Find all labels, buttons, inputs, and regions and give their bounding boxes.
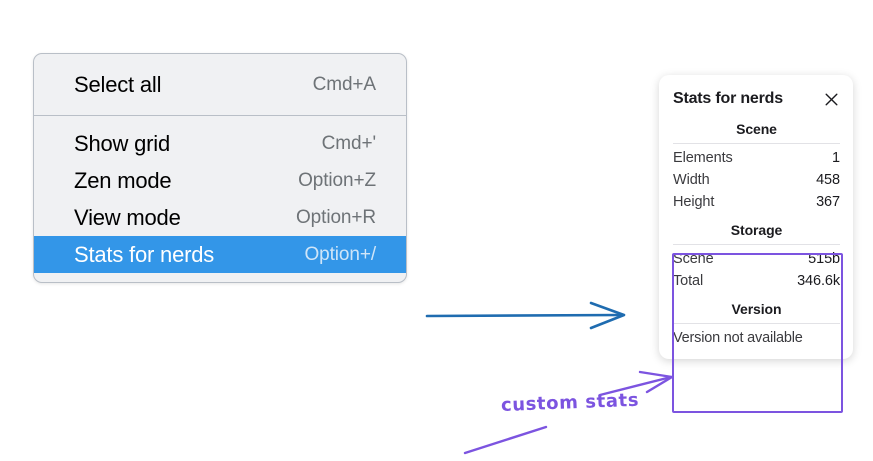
stat-value: 458 xyxy=(816,172,840,188)
close-icon[interactable] xyxy=(823,91,840,108)
section-title-scene: Scene xyxy=(736,121,777,137)
menu-item-view-mode[interactable]: View mode Option+R xyxy=(34,199,406,236)
section-title-storage: Storage xyxy=(730,222,783,238)
stat-key: Elements xyxy=(673,150,733,166)
menu-item-shortcut: Cmd+A xyxy=(312,73,376,95)
stats-for-nerds-panel: Stats for nerds Scene Elements 1 Width 4… xyxy=(659,75,853,359)
stat-key: Width xyxy=(673,172,710,188)
menu-item-label: Stats for nerds xyxy=(74,241,215,267)
menu-item-shortcut: Option+R xyxy=(296,206,376,228)
stat-value: 515b xyxy=(808,251,840,267)
stat-row: Total 346.6k xyxy=(673,270,840,292)
panel-header: Stats for nerds xyxy=(659,86,853,112)
menu-group-view: Show grid Cmd+' Zen mode Option+Z View m… xyxy=(34,115,406,282)
menu-item-zen-mode[interactable]: Zen mode Option+Z xyxy=(34,162,406,199)
stat-row: Scene 515b xyxy=(673,248,840,270)
menu-item-label: Show grid xyxy=(74,130,171,156)
stat-row: Height 367 xyxy=(673,191,840,213)
panel-body: Scene Elements 1 Width 458 Height 367 St… xyxy=(659,112,853,346)
menu-item-shortcut: Cmd+' xyxy=(321,132,376,154)
stat-row: Elements 1 xyxy=(673,147,840,169)
purple-underline-stroke xyxy=(463,425,548,455)
menu-item-shortcut: Option+/ xyxy=(304,243,376,265)
stat-value: 367 xyxy=(816,194,840,210)
canvas-context-menu[interactable]: Select all Cmd+A Show grid Cmd+' Zen mod… xyxy=(33,53,407,283)
menu-item-label: View mode xyxy=(74,204,181,230)
section-title-version: Version xyxy=(731,301,782,317)
section-divider xyxy=(673,244,840,245)
panel-title: Stats for nerds xyxy=(673,90,783,107)
section-divider xyxy=(673,323,840,324)
blue-arrow xyxy=(425,301,626,330)
section-divider xyxy=(673,143,840,144)
stat-value: 346.6k xyxy=(797,273,840,289)
custom-stats-annotation-label: custom stats xyxy=(500,389,640,416)
stat-row: Width 458 xyxy=(673,169,840,191)
menu-item-select-all[interactable]: Select all Cmd+A xyxy=(34,66,406,103)
version-note: Version not available xyxy=(673,330,803,346)
stat-value: 1 xyxy=(832,150,840,166)
stat-key: Scene xyxy=(673,251,714,267)
menu-item-show-grid[interactable]: Show grid Cmd+' xyxy=(34,125,406,162)
menu-item-stats-for-nerds[interactable]: Stats for nerds Option+/ xyxy=(34,236,406,273)
stat-key: Total xyxy=(673,273,704,289)
stat-key: Height xyxy=(673,194,715,210)
menu-item-label: Select all xyxy=(74,71,162,97)
menu-item-shortcut: Option+Z xyxy=(298,169,376,191)
menu-item-label: Zen mode xyxy=(74,167,172,193)
menu-group-selection: Select all Cmd+A xyxy=(34,54,406,115)
